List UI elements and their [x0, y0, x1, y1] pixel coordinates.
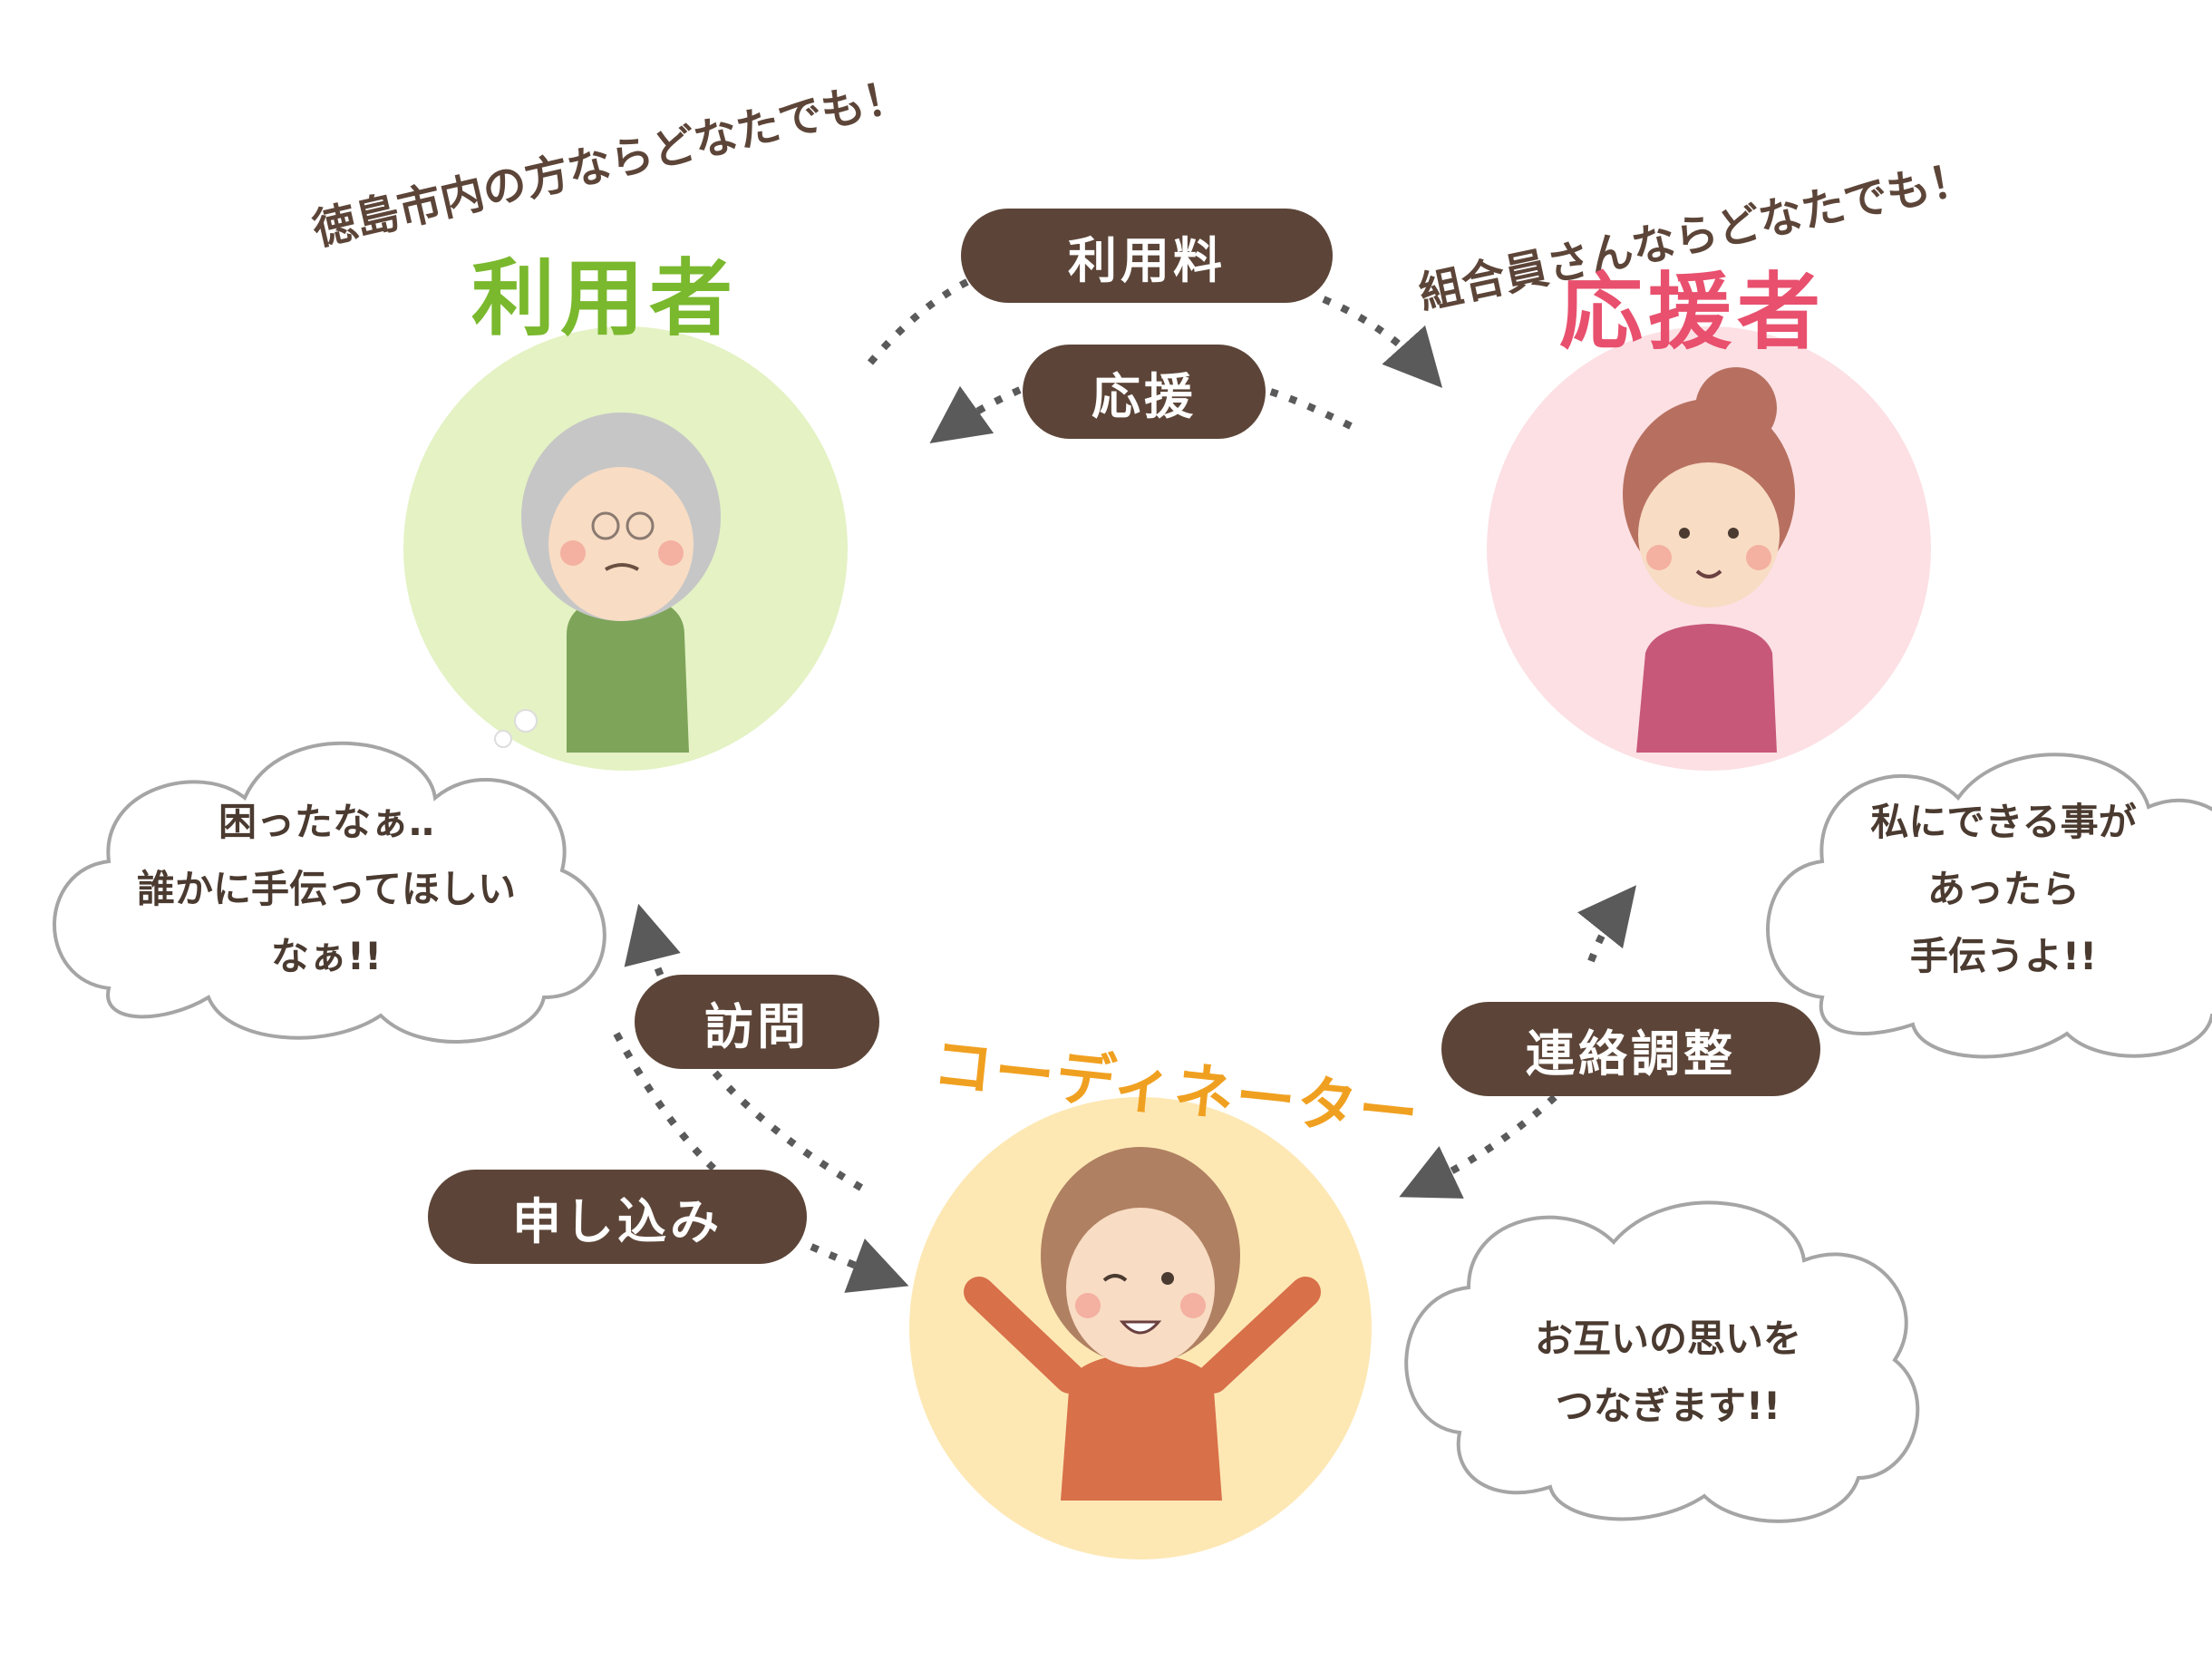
supporter-bubble-line-1: 私にできる事が: [1804, 789, 2203, 856]
apply-pill: 申し込み: [428, 1170, 807, 1264]
liaison-flow-arrow-down: [1419, 1097, 1555, 1188]
user-bubble-text: 困ったなぁ‥ 誰かに手伝ってほしい なぁ!!: [73, 789, 580, 990]
supporter-bubble-line-2: あったら: [1804, 856, 2203, 923]
supporter-title: 応援者: [1559, 245, 1826, 365]
liaison-flow-arrow-up: [1591, 902, 1623, 961]
fee-pill: 利用料: [961, 209, 1333, 303]
coordinator-bubble-line-2: つなぎます!!: [1469, 1373, 1868, 1440]
supporter-bubble-line-3: 手伝うよ!!: [1804, 923, 2203, 990]
user-bubble-line-1: 困ったなぁ‥: [73, 789, 580, 856]
support-pill: 応援: [1023, 345, 1266, 439]
user-bubble-line-3: なぁ!!: [73, 923, 580, 990]
coordinator-bubble-text: お互いの思いを つなぎます!!: [1469, 1306, 1868, 1440]
supporter-bubble-text: 私にできる事が あったら 手伝うよ!!: [1804, 789, 2203, 990]
visit-pill: 訪問: [635, 975, 879, 1069]
user-title: 利用者: [471, 231, 738, 352]
coordinator-bubble-line-1: お互いの思いを: [1469, 1306, 1868, 1373]
user-bubble-line-2: 誰かに手伝ってほしい: [73, 856, 580, 923]
liaison-pill: 連絡調整: [1441, 1002, 1820, 1096]
